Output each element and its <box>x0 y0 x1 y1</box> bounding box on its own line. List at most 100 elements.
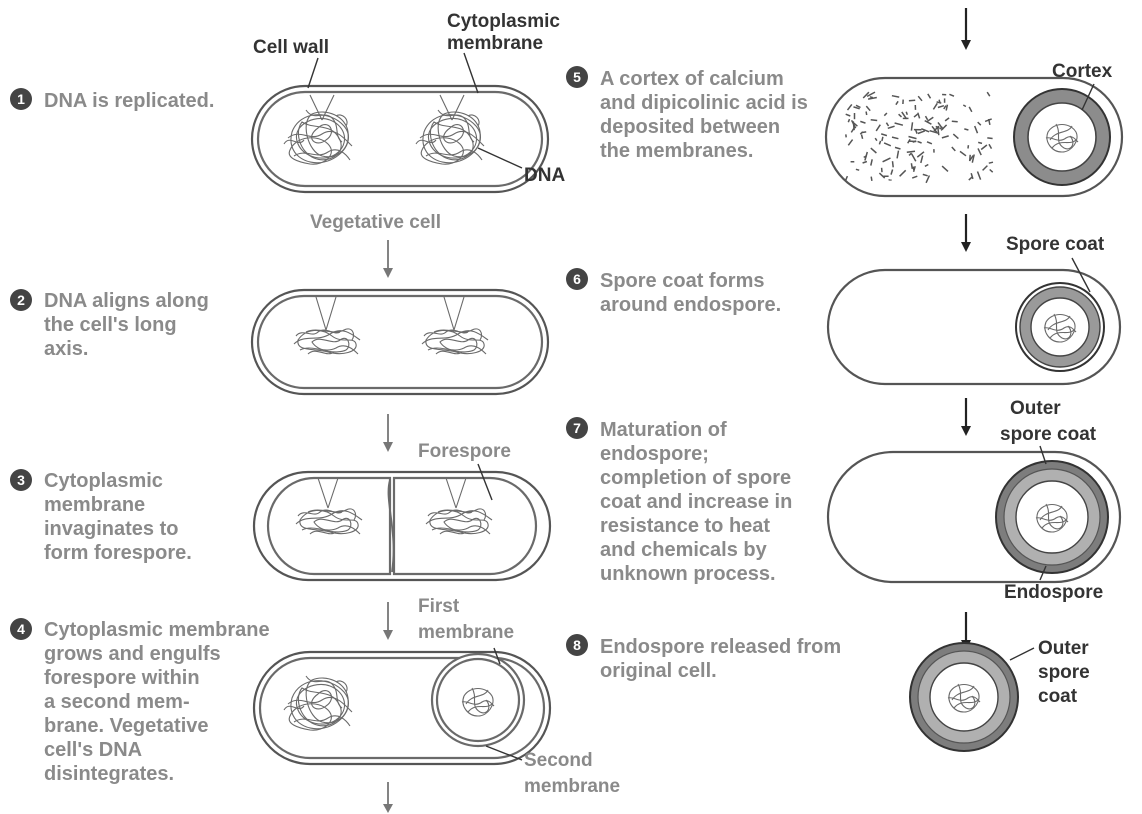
step-4-line-1: Cytoplasmic membrane <box>44 619 270 641</box>
dna-fragment <box>913 167 914 170</box>
step-5-line-4: the membranes. <box>600 140 753 162</box>
label-first-membrane-line-2: membrane <box>418 622 514 643</box>
forespore-cell-illustration <box>254 472 550 580</box>
forespore-core <box>1028 103 1096 171</box>
forespore-membrane-right <box>394 478 536 574</box>
dna-fragment <box>911 163 912 169</box>
mature-endospore-cell-illustration <box>828 452 1120 582</box>
step-7-line-3: completion of spore <box>600 467 791 489</box>
step-2-caption: 2 DNA aligns along the cell's long axis. <box>10 289 209 360</box>
step-5-number: 5 <box>573 69 581 85</box>
vegetative-cell-illustration <box>252 86 548 192</box>
step-6-line-2: around endospore. <box>600 294 781 316</box>
step-1-caption: 1 DNA is replicated. <box>10 88 214 112</box>
step-4-line-6: cell's DNA <box>44 739 142 761</box>
endospore-core <box>930 663 998 731</box>
forespore-first-membrane <box>437 659 519 741</box>
step-1-number: 1 <box>17 91 25 107</box>
cortex-cell-illustration <box>826 78 1122 196</box>
arrow-head <box>961 426 971 436</box>
step-8-line-1: Endospore released from <box>600 636 841 658</box>
arrow-head <box>383 804 393 813</box>
label-spore-coat: Spore coat <box>1006 234 1105 255</box>
step-4-number: 4 <box>17 621 25 637</box>
step-7-line-6: and chemicals by <box>600 539 768 561</box>
dna-fragment <box>866 112 867 116</box>
label-second-membrane-line-2: membrane <box>524 776 620 797</box>
label-forespore: Forespore <box>418 441 511 462</box>
step-3-caption: 3 Cytoplasmic membrane invaginates to fo… <box>10 469 192 564</box>
step-4-line-7: disintegrates. <box>44 763 174 785</box>
dna-fragment <box>964 129 968 130</box>
dna-fragment <box>871 177 872 181</box>
step-3-line-4: form forespore. <box>44 542 192 564</box>
arrow-head <box>961 242 971 252</box>
label-second-membrane-line-1: Second <box>524 750 593 771</box>
step-4-line-4: a second mem- <box>44 691 190 713</box>
step-2-number: 2 <box>17 292 25 308</box>
step-5-caption: 5 A cortex of calcium and dipicolinic ac… <box>566 66 808 162</box>
dna-fragment <box>952 121 958 122</box>
released-endospore-illustration <box>910 643 1018 751</box>
step-2-line-2: the cell's long <box>44 314 177 336</box>
dna-fragment <box>871 120 878 121</box>
step-4-line-3: forespore within <box>44 667 200 689</box>
dna-fragment <box>893 161 894 167</box>
step-8-caption: 8 Endospore released from original cell. <box>566 634 841 682</box>
step-4-caption: 4 Cytoplasmic membrane grows and engulfs… <box>10 618 270 785</box>
step-8-line-2: original cell. <box>600 660 717 682</box>
dna-fragment <box>856 169 859 170</box>
dna-fragment <box>870 97 873 98</box>
step-3-line-1: Cytoplasmic <box>44 470 163 492</box>
arrow-head <box>383 442 393 452</box>
step-7-line-5: resistance to heat <box>600 515 770 537</box>
dna-fragment <box>978 142 982 143</box>
label-dna: DNA <box>524 165 565 186</box>
step-7-line-2: endospore; <box>600 443 709 465</box>
label-cortex: Cortex <box>1052 61 1113 82</box>
step-8-number: 8 <box>573 637 581 653</box>
step-1-line-1: DNA is replicated. <box>44 90 214 112</box>
dna-fragment <box>907 151 915 152</box>
label-vegetative-cell: Vegetative cell <box>310 212 441 233</box>
step-5-line-2: and dipicolinic acid is <box>600 92 808 114</box>
label-outer-spore-coat-line-2: spore coat <box>1000 424 1097 445</box>
vegetative-cell-membrane <box>258 92 542 186</box>
arrow-head <box>383 630 393 640</box>
dna-fragment <box>938 127 939 135</box>
spore-coat-cell-illustration <box>828 270 1120 384</box>
label-cytoplasmic-membrane-line-1: Cytoplasmic <box>447 11 560 32</box>
step-4-line-2: grows and engulfs <box>44 643 221 665</box>
label-outer-spore-coat-8-line-1: Outer <box>1038 638 1089 659</box>
step-3-line-3: invaginates to <box>44 518 178 540</box>
step-6-number: 6 <box>573 271 581 287</box>
step-3-line-2: membrane <box>44 494 145 516</box>
step-2-line-1: DNA aligns along <box>44 290 209 312</box>
step-6-caption: 6 Spore coat forms around endospore. <box>566 268 781 316</box>
label-cytoplasmic-membrane-line-2: membrane <box>447 33 543 54</box>
cell-membrane-left <box>268 478 390 574</box>
dna-fragment <box>862 135 863 139</box>
arrow-head <box>383 268 393 278</box>
dna-fragment <box>882 137 883 141</box>
step-6-line-1: Spore coat forms <box>600 270 764 292</box>
step-7-line-4: coat and increase in <box>600 491 792 513</box>
dna-fragment <box>987 138 992 139</box>
dna-fragment <box>906 112 907 115</box>
step-5-line-3: deposited between <box>600 116 780 138</box>
dna-fragment <box>989 162 993 163</box>
label-outer-spore-coat-line-1: Outer <box>1010 398 1061 419</box>
leader-outer-spore-coat-8 <box>1010 648 1034 660</box>
endospore-core <box>1016 481 1088 553</box>
aligned-dna-cell-illustration <box>252 290 548 394</box>
step-7-line-1: Maturation of <box>600 419 727 441</box>
label-endospore: Endospore <box>1004 582 1103 603</box>
endospore-core <box>1031 298 1089 356</box>
dna-fragment <box>909 100 915 101</box>
label-first-membrane-line-1: First <box>418 596 460 617</box>
label-outer-spore-coat-8-line-2: spore <box>1038 662 1090 683</box>
engulfment-cell-illustration <box>254 652 550 764</box>
arrow-head <box>961 40 971 50</box>
step-4-line-5: brane. Vegetative <box>44 715 209 737</box>
